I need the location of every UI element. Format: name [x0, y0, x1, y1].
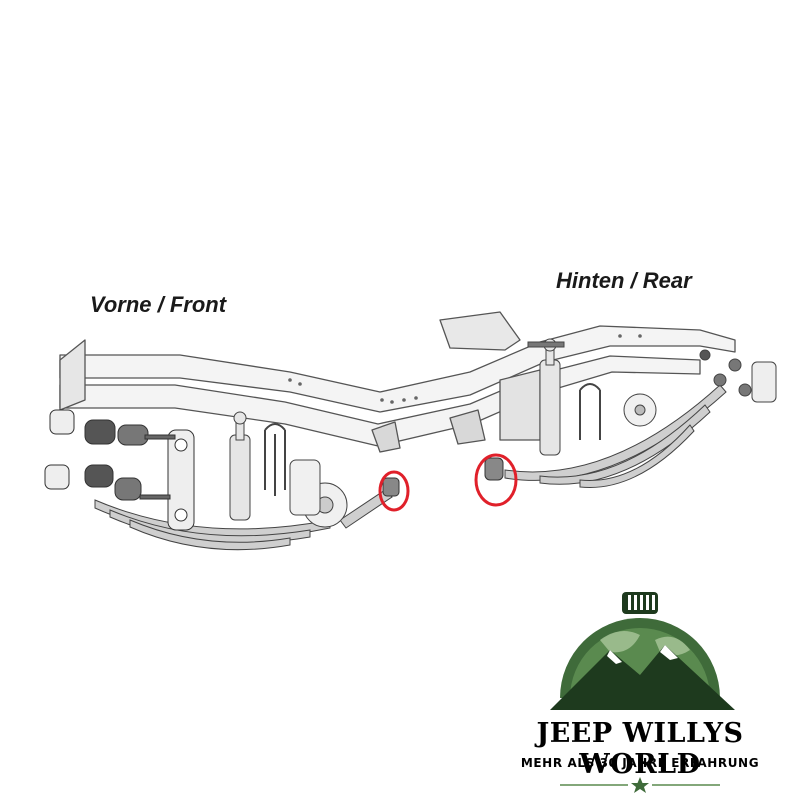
rear-shock-body [539, 359, 561, 456]
rear-bushing [728, 358, 742, 372]
front-knuckle [289, 459, 321, 516]
rear-bushing [699, 349, 711, 361]
brand-logo: JEEP WILLYS WORLD MEHR ALS 30 JAHRE ERFA… [490, 580, 790, 795]
front-shackle-bolt [139, 494, 171, 500]
front-shock-eye [233, 411, 247, 425]
front-spring-leaf [129, 519, 291, 551]
front-bushing [44, 464, 70, 490]
frame-hole [402, 398, 406, 402]
frame-crossmember [59, 339, 86, 411]
frame-hole [288, 378, 292, 382]
rear-frame-bracket [439, 311, 521, 351]
rear-hub-center [634, 404, 646, 416]
rear-shock-bolt [527, 341, 565, 348]
globe-mountain-icon [550, 592, 735, 710]
rear-shackle [484, 457, 504, 481]
mid-bracket-2 [449, 409, 486, 445]
front-leaf-spring [94, 489, 393, 551]
rear-leaf-spring [504, 384, 727, 489]
rear-label: Hinten / Rear [556, 268, 692, 293]
frame-hole [618, 334, 622, 338]
logo-subtitle: MEHR ALS 30 JAHRE ERFAHRUNG [520, 756, 760, 770]
rear-bushing [713, 373, 727, 387]
front-u-bolt [264, 423, 286, 490]
front-hanger-hole [174, 508, 188, 522]
rear-frame-web [499, 369, 541, 441]
front-bushing [84, 464, 114, 488]
front-bushing [49, 409, 75, 435]
frame-holes [288, 334, 642, 404]
logo-divider [560, 777, 720, 793]
rear-shackle-highlight [474, 453, 518, 507]
rear-bushing [738, 383, 752, 397]
front-shackle-highlight [378, 470, 410, 512]
frame-hole [414, 396, 418, 400]
front-spring-leaf [339, 489, 393, 529]
logo-title: JEEP WILLYS WORLD [536, 718, 744, 780]
front-shackle-bolt [144, 434, 176, 440]
rear-spring-leaf [579, 424, 695, 489]
front-hanger-hole [174, 438, 188, 452]
front-shackle [382, 477, 400, 497]
front-label: Vorne / Front [90, 292, 227, 317]
frame-hole [638, 334, 642, 338]
star-icon [631, 777, 649, 793]
frame-rail-upper [59, 325, 736, 413]
rear-hanger-plate [751, 361, 777, 403]
rear-u-bolt [579, 383, 601, 440]
frame-hole [298, 382, 302, 386]
front-hanger-plate [167, 429, 195, 531]
front-bushing [114, 477, 142, 501]
front-shock-body [229, 434, 251, 521]
frame-hole [390, 400, 394, 404]
front-bushing [84, 419, 116, 445]
front-bushing [117, 424, 149, 446]
frame-hole [380, 398, 384, 402]
mid-bracket-1 [371, 421, 401, 453]
